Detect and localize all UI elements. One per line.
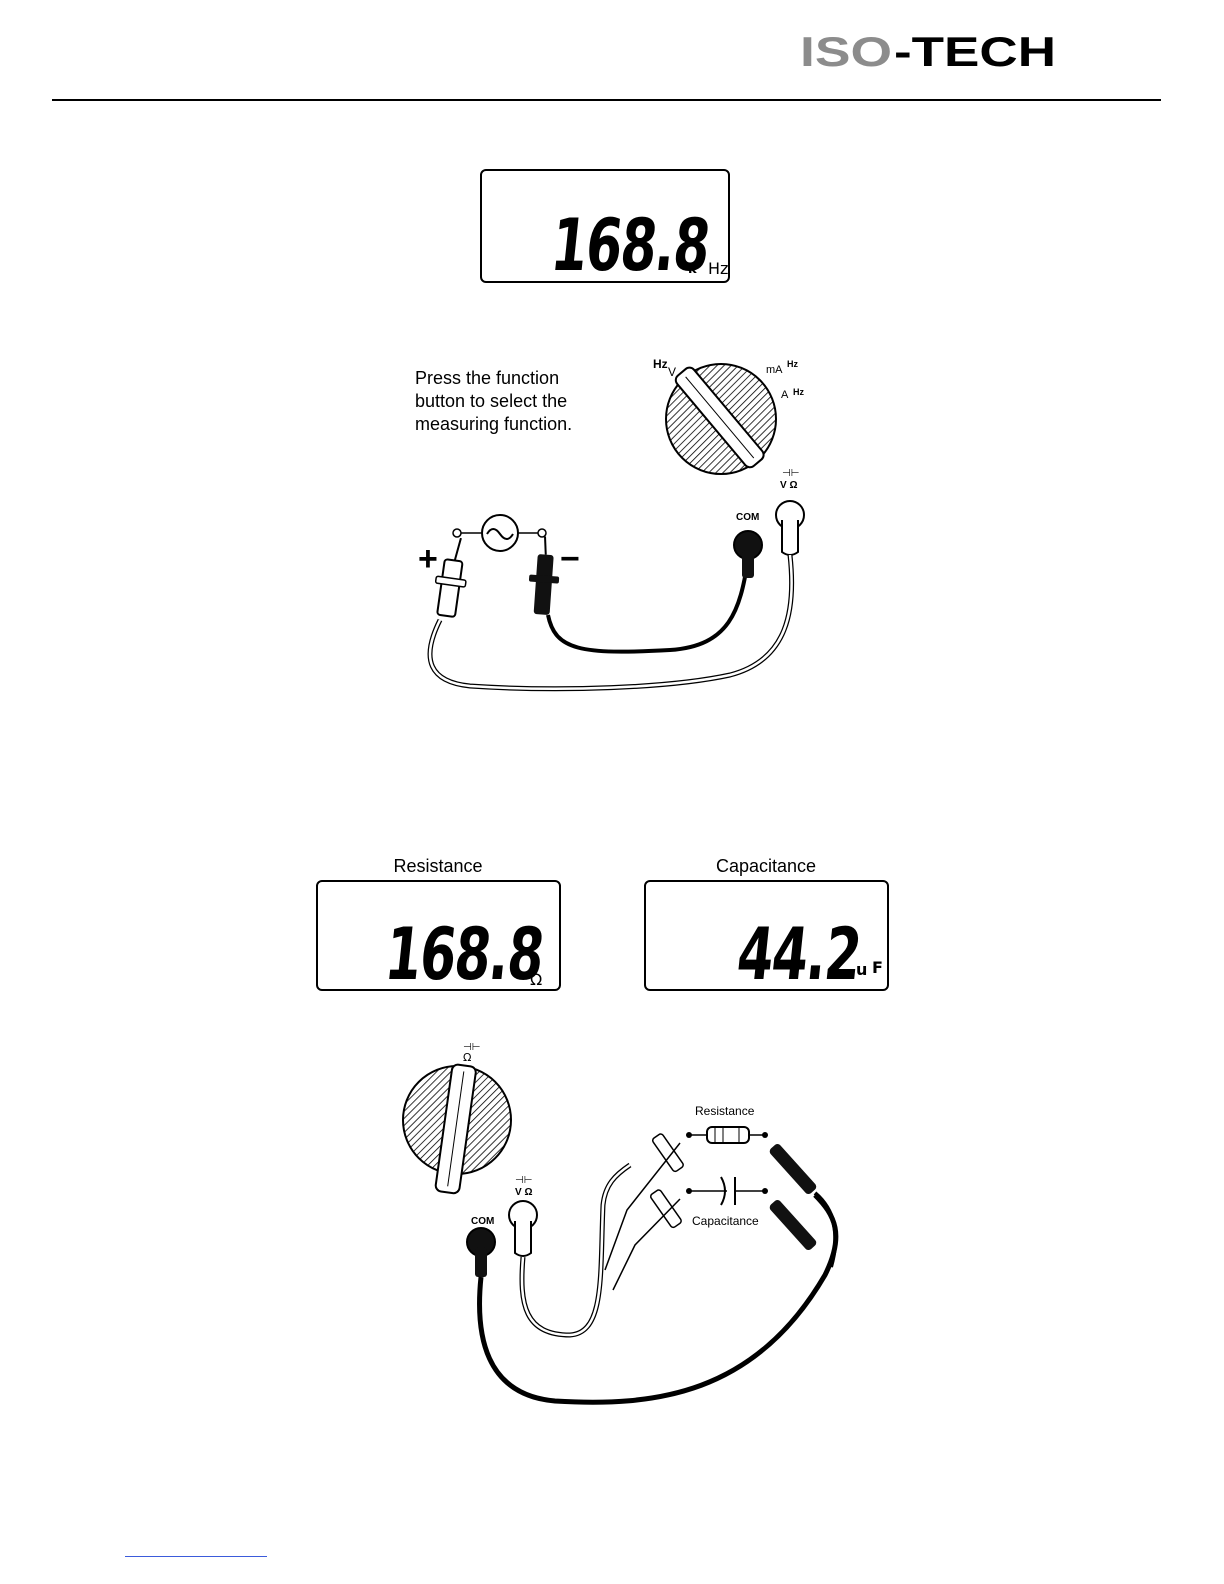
frequency-wiring-diagram: + − COM V Ω ⊣⊢ bbox=[410, 460, 820, 700]
capacitance-reading: 44.2 bbox=[734, 918, 864, 990]
svg-text:Hz: Hz bbox=[787, 359, 798, 369]
instruction-text: Press the function button to select the … bbox=[415, 367, 645, 436]
v-ohm-label-2: V Ω bbox=[515, 1187, 532, 1198]
svg-text:Hz: Hz bbox=[793, 387, 804, 397]
frequency-prefix: k bbox=[688, 262, 697, 277]
negative-probe bbox=[527, 536, 562, 616]
frequency-lcd-display: 168.8 k Hz bbox=[480, 169, 730, 283]
com-label-2: COM bbox=[471, 1216, 494, 1227]
resistance-unit: Ω bbox=[530, 970, 542, 989]
resistance-title: Resistance bbox=[316, 856, 560, 877]
resistance-reading: 168.8 bbox=[382, 918, 546, 990]
iso-tech-logo: ISO -TECH bbox=[800, 30, 1060, 72]
resistor-label: Resistance bbox=[695, 1104, 755, 1118]
resistance-capacitance-wiring-diagram: ⊣⊢ Ω COM ⊣⊢ V Ω Resistance Capacitance bbox=[395, 1035, 855, 1415]
thermo-cap-symbol-2: ⊣⊢ bbox=[515, 1175, 532, 1186]
minus-sign: − bbox=[560, 540, 580, 578]
svg-text:V: V bbox=[668, 365, 676, 379]
resistor-symbol bbox=[707, 1127, 749, 1143]
capacitance-title: Capacitance bbox=[644, 856, 888, 877]
dial-label-hz-v: Hz bbox=[653, 357, 668, 371]
resistance-lcd-display: 168.8 Ω bbox=[316, 880, 561, 991]
footer-link-underline[interactable] bbox=[125, 1556, 267, 1557]
plus-sign: + bbox=[418, 540, 438, 578]
header-rule bbox=[52, 99, 1161, 101]
capacitance-unit: F bbox=[872, 958, 883, 977]
v-ohm-label: V Ω bbox=[780, 480, 797, 491]
capacitance-lcd-display: 44.2 u F bbox=[644, 880, 889, 991]
com-label: COM bbox=[736, 512, 759, 523]
frequency-unit: Hz bbox=[708, 259, 728, 278]
svg-text:ISO: ISO bbox=[800, 30, 892, 72]
dial-label-a: A bbox=[781, 389, 789, 401]
thermo-cap-symbol: ⊣⊢ bbox=[782, 468, 799, 479]
instruction-line-1: Press the function bbox=[415, 367, 645, 390]
capacitance-prefix: u bbox=[856, 960, 867, 979]
instruction-line-2: button to select the bbox=[415, 390, 645, 413]
dial-ohm-label: Ω bbox=[463, 1051, 471, 1064]
capacitor-label: Capacitance bbox=[692, 1214, 759, 1228]
svg-text:-TECH: -TECH bbox=[894, 30, 1056, 72]
instruction-line-3: measuring function. bbox=[415, 413, 645, 436]
dial-label-ma: mA bbox=[766, 364, 783, 376]
